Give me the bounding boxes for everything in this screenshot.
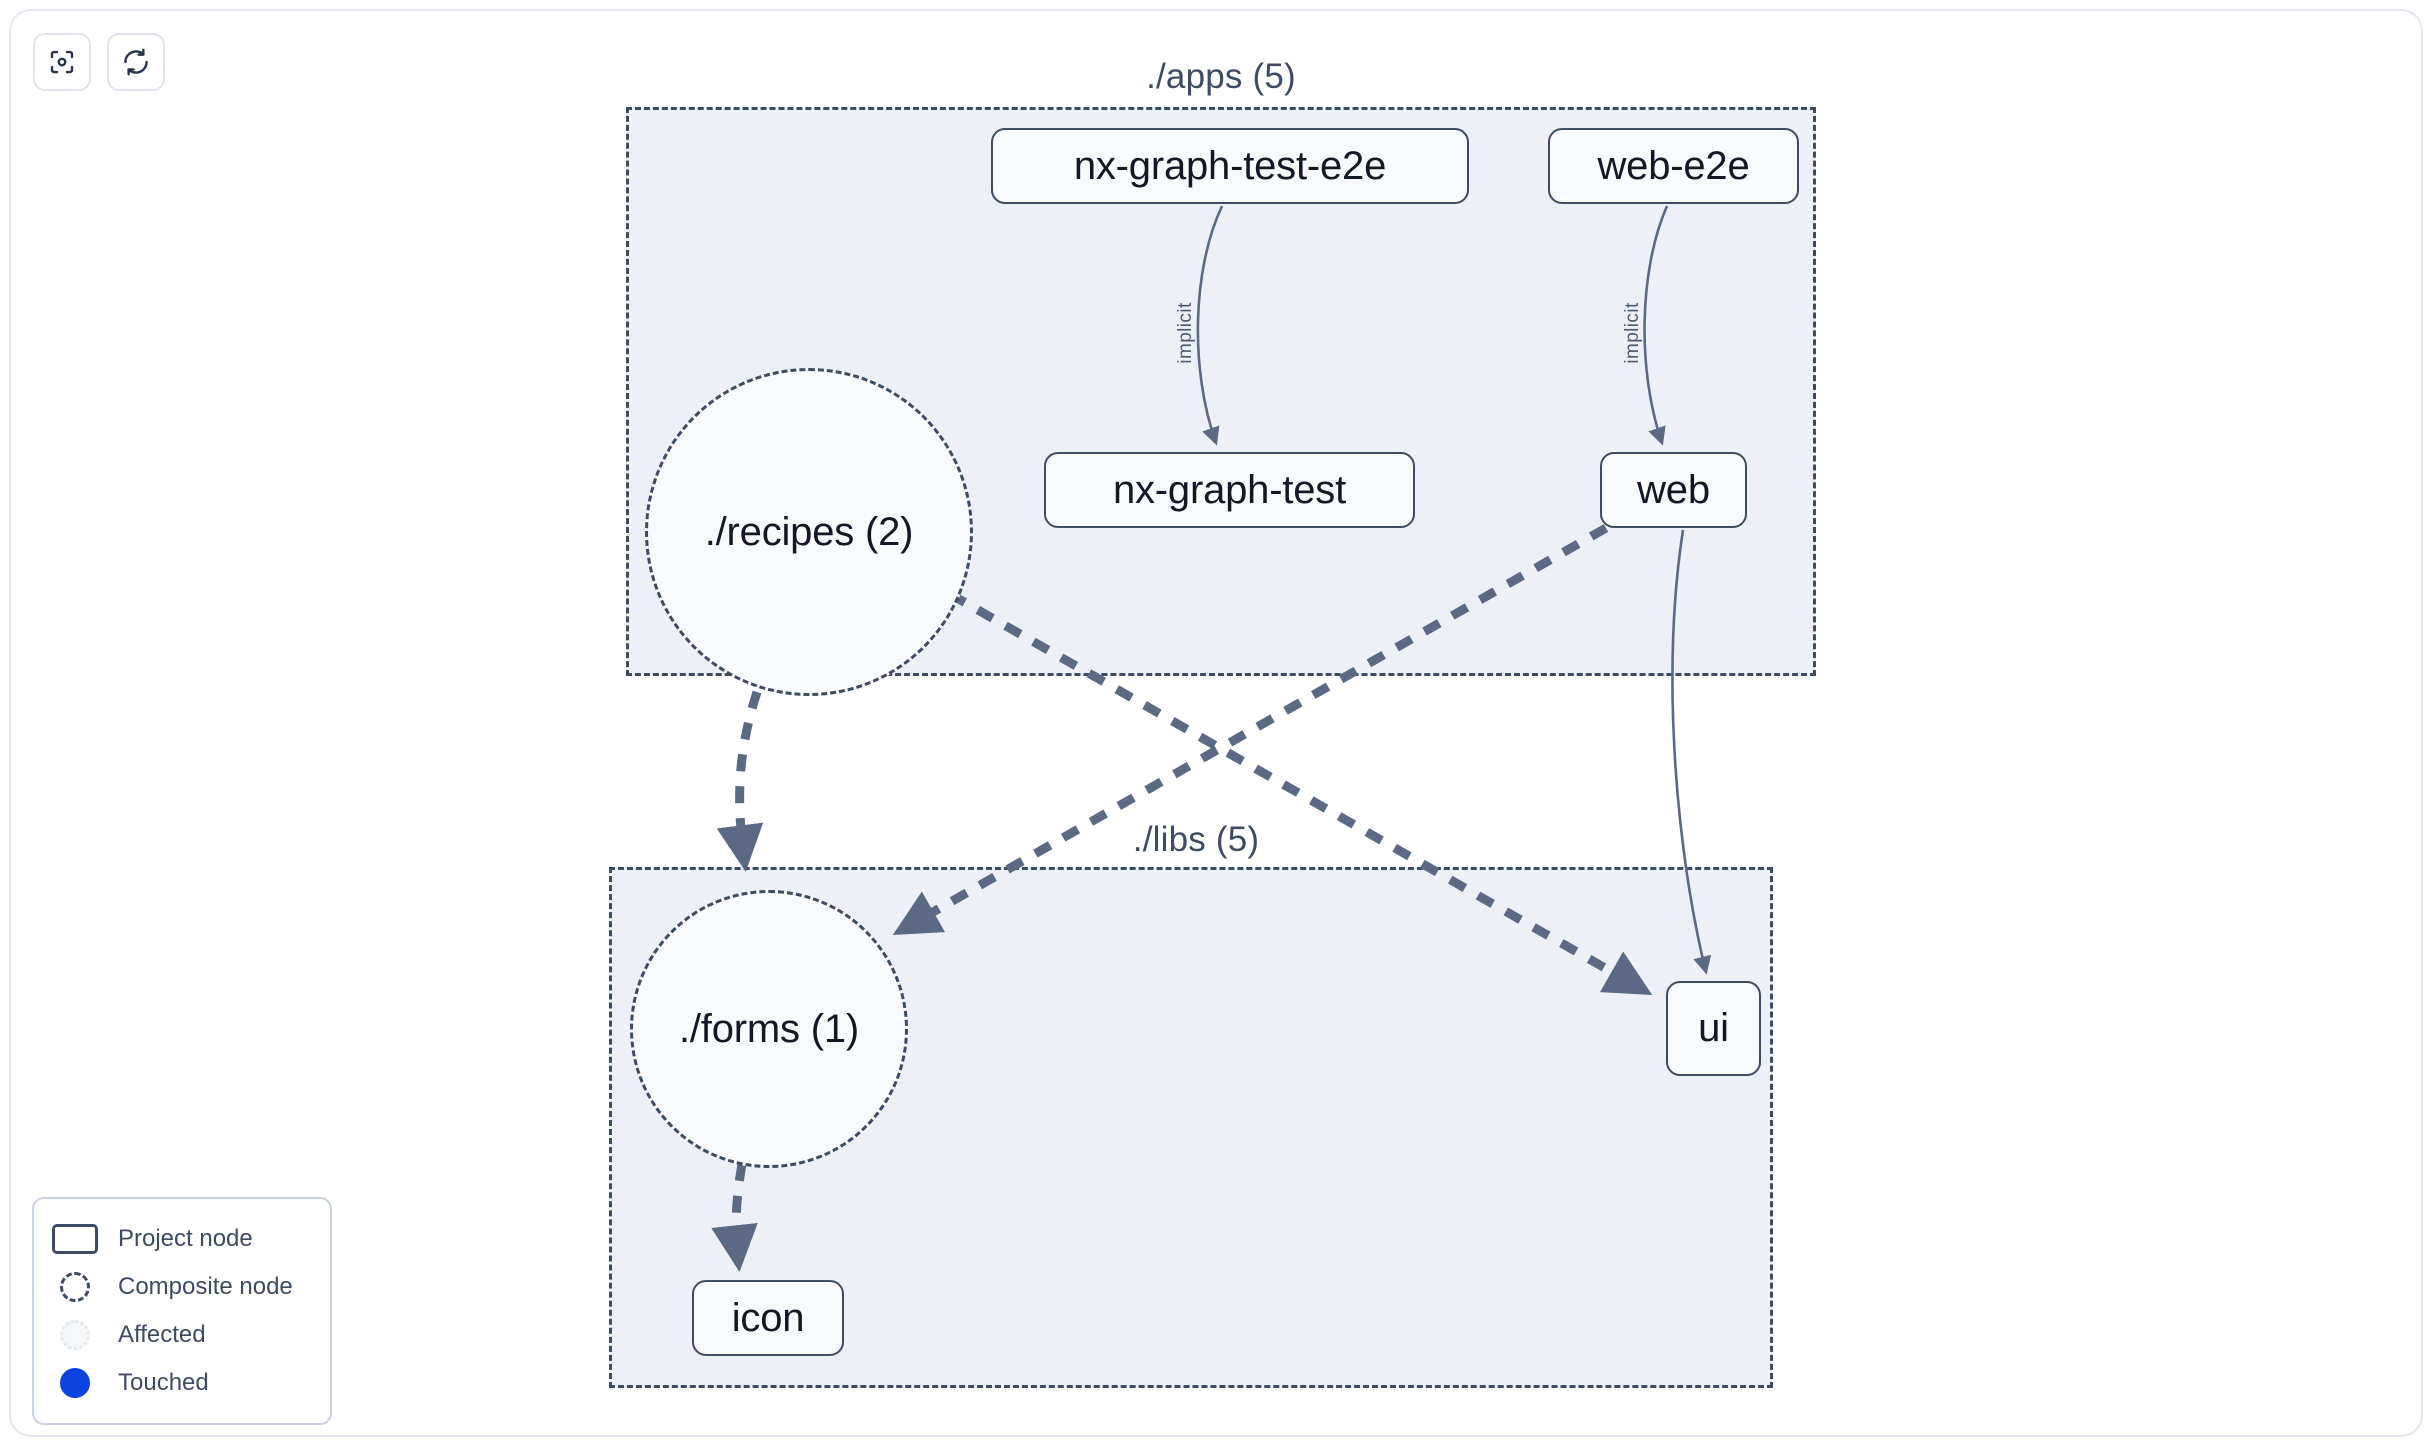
focus-graph-button[interactable]	[33, 33, 91, 91]
legend-item-composite-node: Composite node	[52, 1263, 312, 1311]
node-nx-graph-test-e2e[interactable]: nx-graph-test-e2e	[991, 128, 1469, 204]
graph-toolbar	[33, 33, 165, 91]
edge-recipes-to-forms	[716, 690, 764, 872]
node-label: nx-graph-test	[1112, 467, 1347, 512]
node-ui[interactable]: ui	[1666, 981, 1761, 1076]
node-label: web-e2e	[1597, 143, 1750, 188]
node-label: nx-graph-test-e2e	[1073, 143, 1387, 188]
group-label-libs: ./libs (5)	[1132, 820, 1260, 859]
node-nx-graph-test[interactable]: nx-graph-test	[1044, 452, 1415, 528]
legend-label: Composite node	[118, 1273, 293, 1300]
group-label-apps: ./apps (5)	[1146, 57, 1296, 96]
legend-label: Affected	[118, 1321, 206, 1348]
legend-item-project-node: Project node	[52, 1215, 312, 1263]
project-node-swatch	[52, 1224, 98, 1254]
touched-swatch	[52, 1368, 98, 1398]
legend-label: Touched	[118, 1369, 209, 1396]
refresh-icon	[121, 47, 151, 77]
focus-target-icon	[47, 47, 77, 77]
legend-item-touched: Touched	[52, 1359, 312, 1407]
node-label: web	[1637, 467, 1710, 512]
node-label: ./recipes (2)	[704, 509, 914, 554]
node-label: ui	[1698, 1006, 1729, 1050]
node-forms-composite[interactable]: ./forms (1)	[630, 890, 908, 1168]
composite-node-swatch	[52, 1272, 98, 1302]
affected-swatch	[52, 1320, 98, 1350]
node-web[interactable]: web	[1600, 452, 1747, 528]
refresh-graph-button[interactable]	[107, 33, 165, 91]
legend-item-affected: Affected	[52, 1311, 312, 1359]
node-icon[interactable]: icon	[692, 1280, 844, 1356]
node-recipes-composite[interactable]: ./recipes (2)	[645, 368, 973, 696]
node-label: icon	[731, 1295, 805, 1340]
legend-label: Project node	[118, 1225, 253, 1252]
node-label: ./forms (1)	[678, 1006, 860, 1051]
node-web-e2e[interactable]: web-e2e	[1548, 128, 1799, 204]
graph-legend: Project node Composite node Affected Tou…	[32, 1197, 332, 1425]
